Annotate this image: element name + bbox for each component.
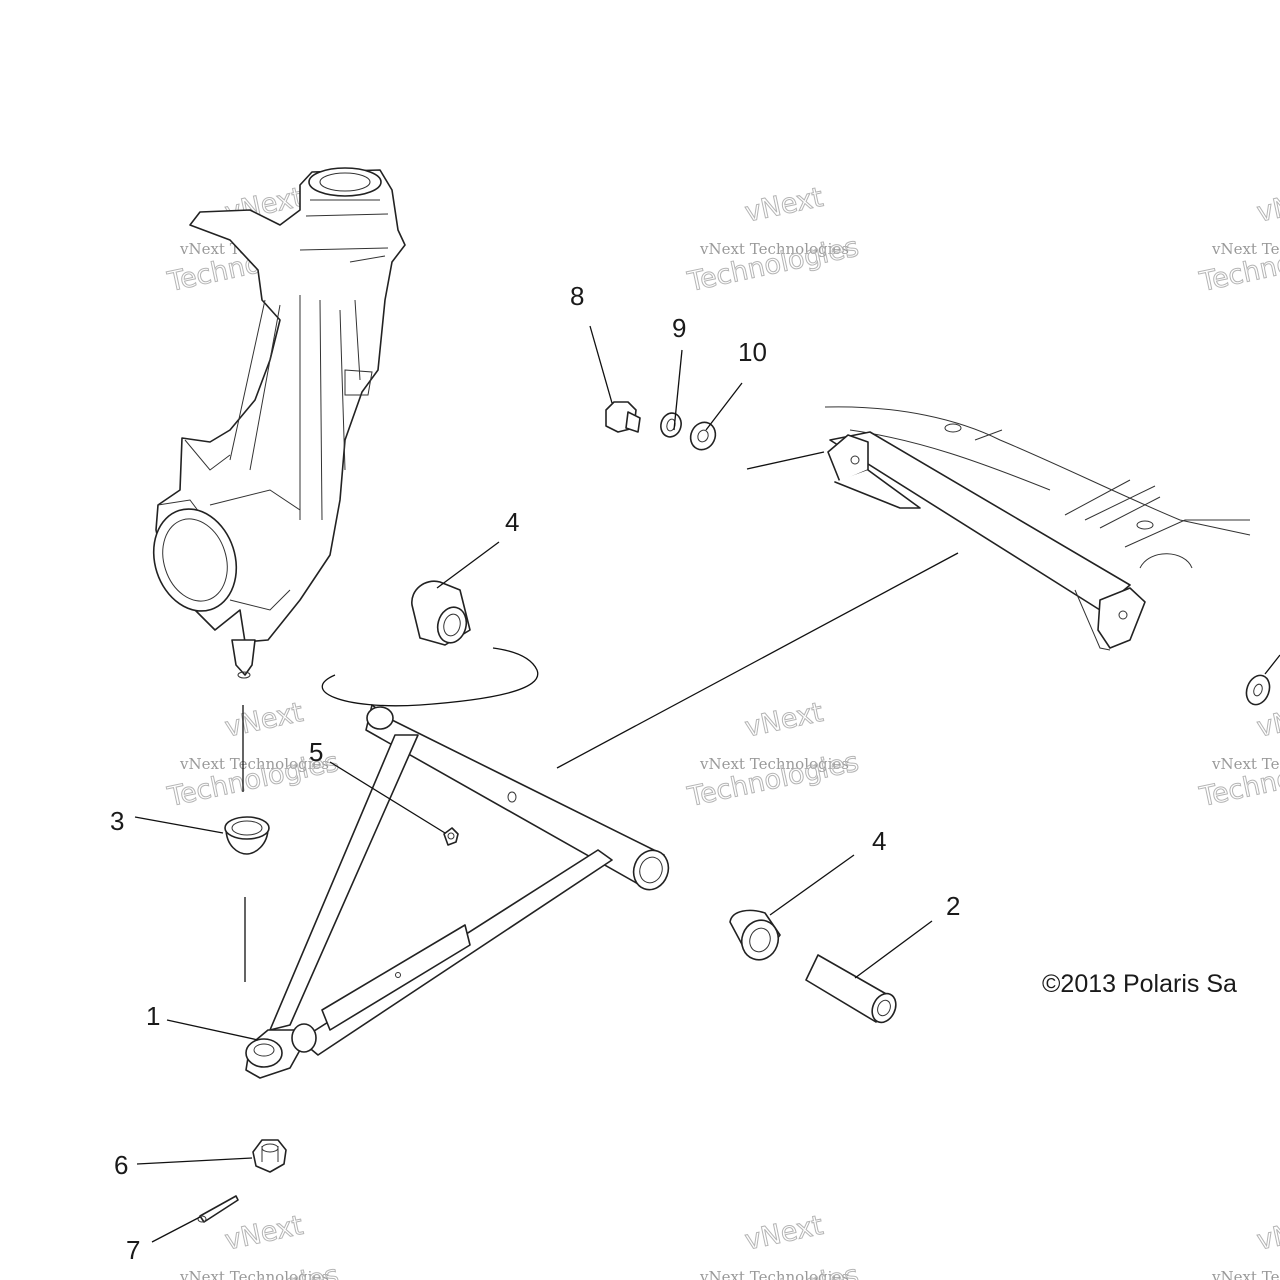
- svg-text:vNext: vNext: [742, 182, 826, 229]
- svg-text:vNext: vNext: [1254, 1210, 1280, 1257]
- svg-text:vNext: vNext: [742, 1210, 826, 1257]
- callouts: 1 2 3 4 4 5 6 7 8 9 10: [110, 281, 960, 1265]
- svg-text:vNext Technologies: vNext Technologies: [179, 1268, 329, 1280]
- callout-10: 10: [738, 337, 767, 367]
- watermark: vNext vNext Technologies Technologies: [684, 181, 862, 298]
- svg-text:vNext Technologies: vNext Technologies: [699, 1268, 849, 1280]
- steering-knuckle: [152, 167, 406, 679]
- svg-text:vNext Technologies: vNext Technologies: [1211, 240, 1280, 258]
- cotter-pin: [197, 1195, 239, 1223]
- bushing-lower: [729, 909, 781, 961]
- watermark: vNext vNext Technologies Technologies: [684, 696, 862, 813]
- flat-washer: [689, 421, 717, 451]
- copyright-notice: ©2013 Polaris Sa: [1042, 970, 1237, 998]
- washer-right-edge: [1245, 654, 1280, 706]
- watermark: vNext vNext Technologies Technologies: [684, 1209, 862, 1280]
- callout-7: 7: [126, 1235, 140, 1265]
- svg-text:vNext Technologies: vNext Technologies: [699, 240, 849, 258]
- bolt: [605, 401, 641, 433]
- watermark: vNext vNext Technologies Technologies: [164, 1209, 342, 1280]
- watermark: vNext vNext Technologies Technologies: [1196, 696, 1280, 813]
- watermark: vNext vNext Technologies Technologies: [1196, 181, 1280, 298]
- bushing-upper: [411, 580, 471, 646]
- svg-text:vNext: vNext: [1254, 182, 1280, 229]
- svg-text:vNext Technologies: vNext Technologies: [1211, 755, 1280, 773]
- frame-crossmember: [824, 406, 1251, 651]
- svg-text:vNext Technologies: vNext Technologies: [1211, 1268, 1280, 1280]
- svg-text:vNext Technologies: vNext Technologies: [699, 755, 849, 773]
- svg-text:vNext: vNext: [742, 697, 826, 744]
- svg-text:vNext Technologies: vNext Technologies: [179, 755, 329, 773]
- svg-text:vNext: vNext: [222, 1210, 306, 1257]
- pivot-pin: [805, 954, 897, 1024]
- callout-9: 9: [672, 313, 686, 343]
- leader-lines: [134, 325, 959, 1243]
- bearing-cup: [224, 816, 270, 855]
- callout-3: 3: [110, 806, 124, 836]
- callout-4-lower: 4: [872, 826, 886, 856]
- callout-4-upper: 4: [505, 507, 519, 537]
- callout-5: 5: [309, 737, 323, 767]
- callout-1: 1: [146, 1001, 160, 1031]
- svg-text:vNext: vNext: [222, 697, 306, 744]
- grease-fitting: [443, 827, 459, 846]
- callout-6: 6: [114, 1150, 128, 1180]
- watermark: vNext vNext Technologies Technologies: [1196, 1209, 1280, 1280]
- callout-8: 8: [570, 281, 584, 311]
- a-arm: [245, 704, 670, 1079]
- callout-2: 2: [946, 891, 960, 921]
- lock-washer: [660, 412, 682, 438]
- castle-nut: [252, 1139, 287, 1173]
